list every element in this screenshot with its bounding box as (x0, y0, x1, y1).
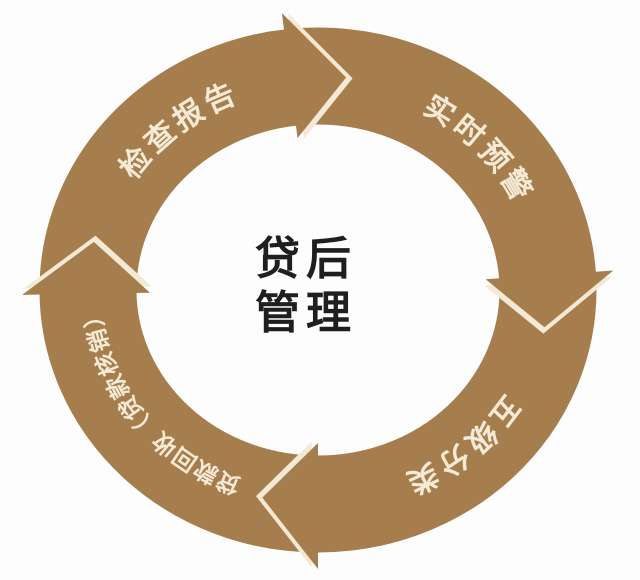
chevron-arrow-top-icon (281, 13, 347, 139)
flow-arrow-right (484, 270, 614, 334)
center-title-line2: 管理 (254, 286, 358, 339)
chevron-arrow-right-icon (485, 270, 614, 328)
chevron-arrow-bottom-icon (262, 443, 318, 569)
flow-arrow-top (281, 13, 353, 139)
flow-arrow-left (22, 235, 152, 295)
center-title: 贷后 管理 (255, 232, 357, 340)
center-title-line1: 贷后 (254, 232, 358, 285)
chevron-arrow-left-icon (22, 241, 151, 295)
flow-arrow-bottom (255, 441, 318, 569)
